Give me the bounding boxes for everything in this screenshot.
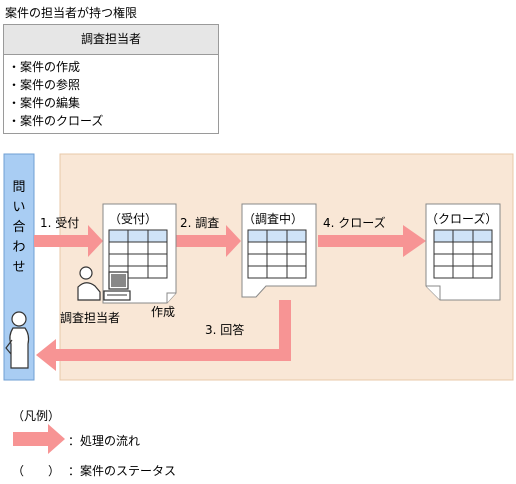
legend-arrow [13,424,65,454]
flow-arrow-receive [34,225,103,257]
permission-item: ・案件の作成 [8,60,81,74]
inquiry-label: 問い合わせ [12,180,26,275]
status-investigating: （調査中） [243,212,304,226]
flow-arrow-answer [36,300,291,371]
document-investigating [241,203,317,298]
investigator-icon [77,266,131,301]
flow-arrow-close [318,225,426,257]
permission-list: ・案件の作成 ・案件の参照 ・案件の編集 ・案件のクローズ [4,55,218,130]
permission-table-header: 調査担当者 [4,25,218,55]
step-label-investigate: 2. 調査 [180,216,220,230]
permission-item: ・案件の参照 [8,78,81,92]
inquirer-icon [5,311,30,369]
legend-paren-symbol: （ ） [12,464,61,478]
legend-title: （凡例） [12,409,61,423]
status-closed: （クローズ） [426,212,498,226]
permission-table: 調査担当者 ・案件の作成 ・案件の参照 ・案件の編集 ・案件のクローズ [3,24,219,134]
permission-item: ・案件のクローズ [8,114,104,128]
page-title: 案件の担当者が持つ権限 [5,6,138,20]
step-label-close: 4. クローズ [323,216,386,230]
step-label-receive: 1. 受付 [40,216,80,230]
flow-arrow-investigate [176,225,241,257]
step-label-answer: 3. 回答 [205,323,245,337]
create-label: 作成 [151,305,176,319]
document-closed [425,203,501,301]
permission-item: ・案件の編集 [8,96,81,110]
legend-arrow-desc: ：処理の流れ [68,434,141,448]
actor-label: 調査担当者 [60,311,121,325]
legend-status-desc: ：案件のステータス [68,464,177,478]
status-received: （受付） [109,212,158,226]
